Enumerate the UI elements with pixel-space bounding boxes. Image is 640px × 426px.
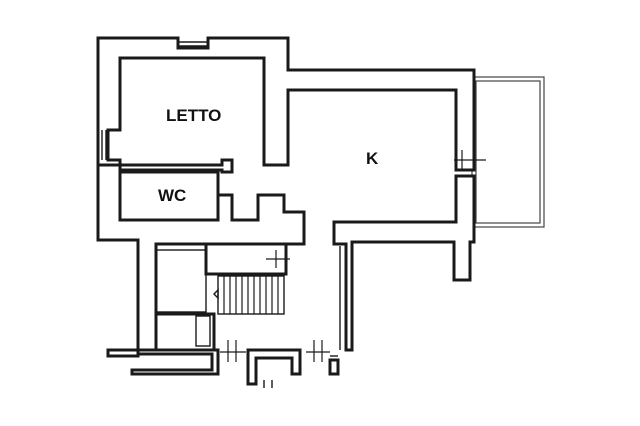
balcony (471, 76, 545, 228)
staircase (204, 242, 288, 315)
lower-left-rooms (154, 249, 216, 352)
wc-label: WC (158, 186, 186, 205)
left-window (101, 130, 107, 160)
bedroom-label: LETTO (166, 106, 221, 125)
top-window (178, 41, 208, 47)
wc-walls (118, 170, 220, 222)
lower-corridor-walls (130, 246, 341, 388)
bedroom-wc-partition (118, 158, 234, 174)
kitchen-label: K (366, 149, 379, 168)
door-ticks (220, 150, 486, 362)
